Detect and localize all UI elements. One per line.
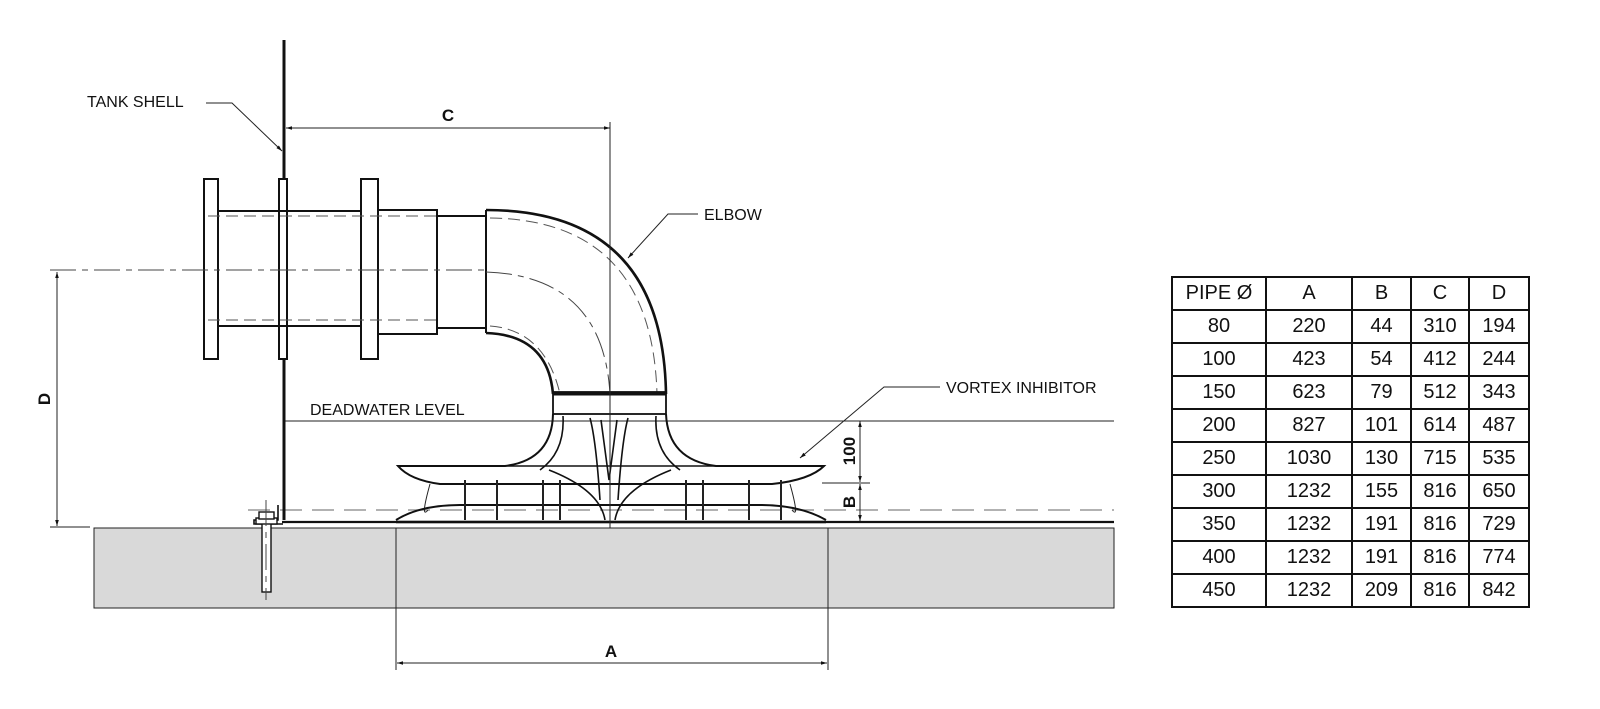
cell-c: 816 <box>1410 573 1470 608</box>
table-row: 100 423 54 412 244 <box>1171 342 1530 377</box>
cell-pipe-dia: 100 <box>1171 342 1267 377</box>
table-row: 400 1232 191 816 774 <box>1171 540 1530 575</box>
table-row: 350 1232 191 816 729 <box>1171 507 1530 542</box>
cell-a: 1030 <box>1265 441 1353 476</box>
cell-a: 423 <box>1265 342 1353 377</box>
cell-a: 220 <box>1265 309 1353 344</box>
cell-d: 774 <box>1468 540 1530 575</box>
table-row: 150 623 79 512 343 <box>1171 375 1530 410</box>
cell-pipe-dia: 300 <box>1171 474 1267 509</box>
dimension-c: C <box>286 106 610 130</box>
callout-deadwater-level: DEADWATER LEVEL <box>310 402 465 419</box>
cell-d: 535 <box>1468 441 1530 476</box>
cell-c: 715 <box>1410 441 1470 476</box>
cell-b: 191 <box>1351 540 1412 575</box>
table-header-row: PIPE Ø A B C D <box>1171 276 1530 311</box>
cell-pipe-dia: 450 <box>1171 573 1267 608</box>
cell-d: 487 <box>1468 408 1530 443</box>
callout-elbow: ELBOW <box>627 207 763 259</box>
cell-d: 729 <box>1468 507 1530 542</box>
dimension-100-b: 100 B <box>822 421 870 521</box>
cell-c: 310 <box>1410 309 1470 344</box>
svg-text:VORTEX INHIBITOR: VORTEX INHIBITOR <box>946 380 1097 397</box>
cell-pipe-dia: 200 <box>1171 408 1267 443</box>
cell-b: 79 <box>1351 375 1412 410</box>
svg-text:ELBOW: ELBOW <box>704 207 763 224</box>
cell-c: 512 <box>1410 375 1470 410</box>
header-a: A <box>1265 276 1353 311</box>
cell-b: 191 <box>1351 507 1412 542</box>
cell-d: 842 <box>1468 573 1530 608</box>
dimensions-table: PIPE Ø A B C D 80 220 44 310 194 100 423… <box>1171 276 1530 608</box>
dimension-a: A <box>395 528 829 670</box>
cell-pipe-dia: 250 <box>1171 441 1267 476</box>
svg-text:D: D <box>35 393 54 405</box>
cell-d: 343 <box>1468 375 1530 410</box>
elbow <box>485 208 668 415</box>
table-row: 450 1232 209 816 842 <box>1171 573 1530 608</box>
header-d: D <box>1468 276 1530 311</box>
cell-c: 412 <box>1410 342 1470 377</box>
cell-pipe-dia: 350 <box>1171 507 1267 542</box>
header-b: B <box>1351 276 1412 311</box>
svg-text:C: C <box>442 106 454 125</box>
cell-c: 816 <box>1410 540 1470 575</box>
cell-pipe-dia: 80 <box>1171 309 1267 344</box>
cell-d: 244 <box>1468 342 1530 377</box>
svg-text:TANK SHELL: TANK SHELL <box>87 94 184 111</box>
cell-d: 650 <box>1468 474 1530 509</box>
cell-b: 101 <box>1351 408 1412 443</box>
table-row: 300 1232 155 816 650 <box>1171 474 1530 509</box>
cell-b: 155 <box>1351 474 1412 509</box>
dimension-d: D <box>35 272 90 528</box>
header-c: C <box>1410 276 1470 311</box>
cell-c: 816 <box>1410 507 1470 542</box>
callout-vortex-inhibitor: VORTEX INHIBITOR <box>799 380 1097 459</box>
svg-text:B: B <box>840 496 859 508</box>
svg-text:A: A <box>605 642 617 661</box>
vortex-inhibitor <box>395 413 827 524</box>
table-row: 200 827 101 614 487 <box>1171 408 1530 443</box>
cell-b: 130 <box>1351 441 1412 476</box>
table-row: 250 1030 130 715 535 <box>1171 441 1530 476</box>
cell-pipe-dia: 400 <box>1171 540 1267 575</box>
cell-a: 1232 <box>1265 540 1353 575</box>
cell-b: 209 <box>1351 573 1412 608</box>
vortex-inhibitor-drawing: C D A 100 B TANK SHELL ELBOW DEADWATER L… <box>35 40 1115 670</box>
concrete-slab <box>93 527 1115 609</box>
cell-a: 1232 <box>1265 474 1353 509</box>
svg-text:DEADWATER LEVEL: DEADWATER LEVEL <box>310 402 465 419</box>
table-row: 80 220 44 310 194 <box>1171 309 1530 344</box>
cell-pipe-dia: 150 <box>1171 375 1267 410</box>
cell-b: 54 <box>1351 342 1412 377</box>
cell-b: 44 <box>1351 309 1412 344</box>
callout-tank-shell: TANK SHELL <box>87 94 283 152</box>
cell-a: 827 <box>1265 408 1353 443</box>
cell-a: 623 <box>1265 375 1353 410</box>
cell-c: 816 <box>1410 474 1470 509</box>
cell-c: 614 <box>1410 408 1470 443</box>
header-pipe-dia: PIPE Ø <box>1171 276 1267 311</box>
cell-a: 1232 <box>1265 573 1353 608</box>
inlet-pipe <box>203 178 486 360</box>
svg-text:100: 100 <box>840 437 859 465</box>
cell-d: 194 <box>1468 309 1530 344</box>
cell-a: 1232 <box>1265 507 1353 542</box>
